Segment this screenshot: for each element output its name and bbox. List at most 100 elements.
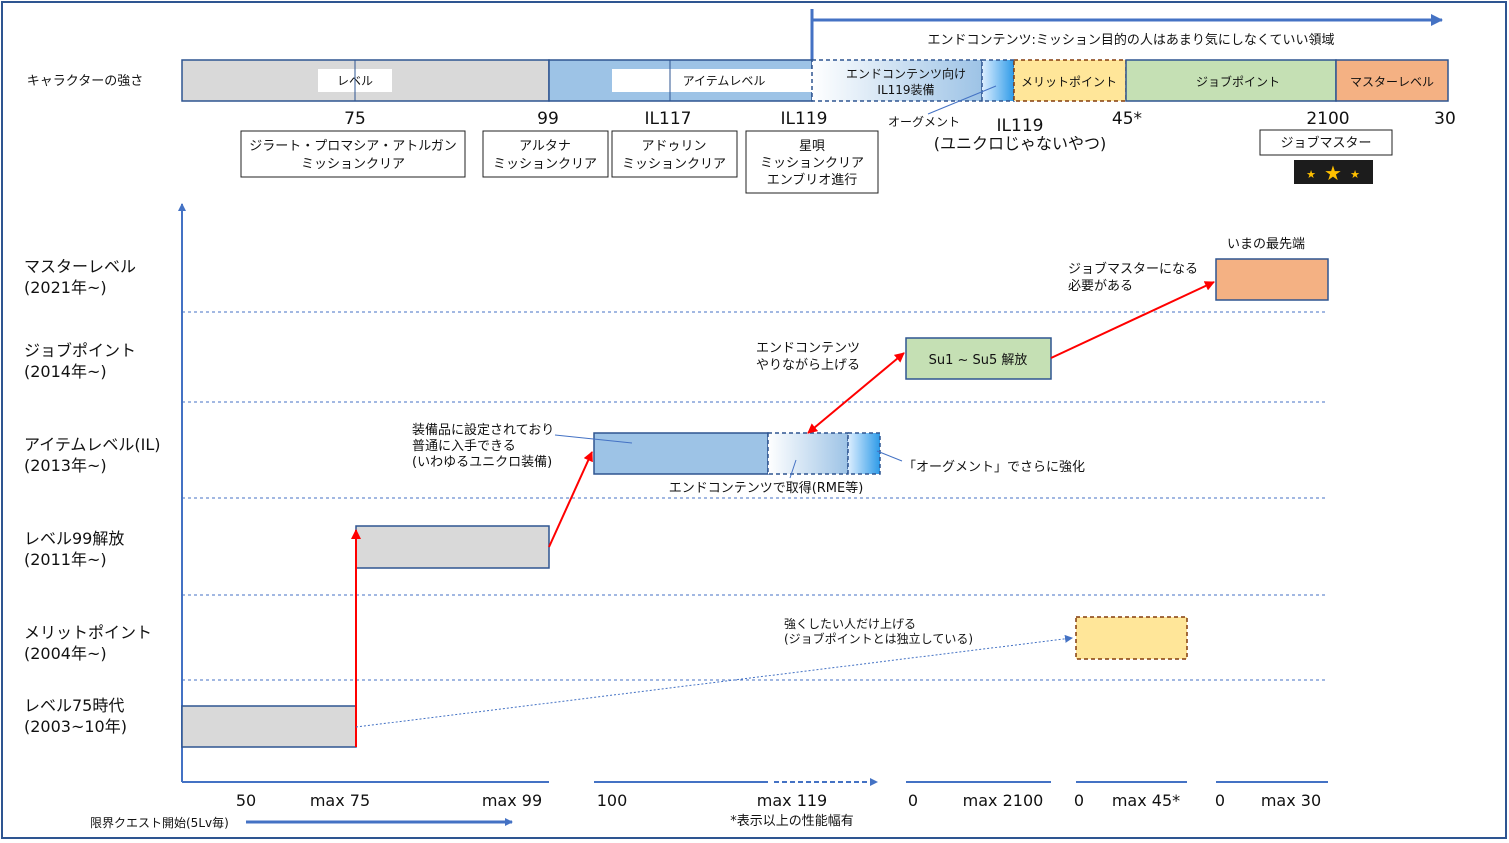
star-badge: ★ ★ ★ <box>1294 160 1373 185</box>
era-merit-title: メリットポイント <box>24 623 152 642</box>
gear-note-pointer <box>554 434 633 444</box>
footnote: *表示以上の性能幅有 <box>730 814 854 829</box>
bottom-max75: max 75 <box>310 791 370 810</box>
lv75-box <box>181 705 357 748</box>
mission-box-zilart: ジラート・プロマシア・アトルガン ミッションクリア <box>240 130 466 178</box>
job-su-box <box>905 337 1052 380</box>
endcontent-note: エンドコンテンツ:ミッション目的の人はあまり気にしなくていい領域 <box>928 32 1335 48</box>
bar-end-gear-label-1: エンドコンテンツ向け <box>846 66 966 81</box>
tick-75: 75 <box>344 109 366 129</box>
era-merit-year: (2004年~) <box>24 644 107 663</box>
bottom-0-job: 0 <box>908 791 918 810</box>
il-base-box <box>593 432 769 475</box>
tick-2100: 2100 <box>1306 109 1349 129</box>
bar-item-level-label-box <box>612 69 812 92</box>
bottom-50: 50 <box>236 791 256 810</box>
tick-il119-real: IL119 <box>997 116 1044 136</box>
bar-item-level-label: アイテムレベル <box>683 74 766 88</box>
genkai-quest-label: 限界クエスト開始(5Lv毎) <box>90 815 229 830</box>
strength-bar: レベル アイテムレベル エンドコンテンツ向け IL119装備 メリットポイント … <box>181 59 1449 102</box>
bottom-max45: max 45* <box>1112 791 1180 810</box>
job-master-box: ジョブマスター <box>1259 129 1393 156</box>
tick-99: 99 <box>537 109 559 129</box>
bar-segment-master <box>1335 59 1449 102</box>
tick-45: 45* <box>1112 109 1142 129</box>
arrow-lv99-to-il <box>548 451 593 548</box>
mission-altana-line2: ミッションクリア <box>493 157 597 172</box>
gear-note-1: 装備品に設定されており <box>412 422 554 438</box>
merit-note-2: (ジョブポイントとは独立している) <box>784 631 973 646</box>
rme-note-pointer <box>789 459 797 479</box>
star-icon-right: ★ <box>1350 168 1360 181</box>
arrow-job-to-master <box>1050 281 1215 359</box>
star-icon-left: ★ <box>1306 168 1316 181</box>
arrow-lv75-to-merit <box>355 634 1073 728</box>
il-endgear-box <box>767 432 849 475</box>
mission-adoulin-line2: ミッションクリア <box>622 157 726 172</box>
bar-segment-end-gear <box>811 59 983 102</box>
bottom-0-master: 0 <box>1215 791 1225 810</box>
bottom-100: 100 <box>597 791 628 810</box>
gear-note-3: (いわゆるユニクロ装備) <box>412 454 552 470</box>
bottom-max99: max 99 <box>482 791 542 810</box>
bottom-max2100: max 2100 <box>963 791 1044 810</box>
era-job-year: (2014年~) <box>24 362 107 381</box>
augment-note: 「オーグメント」でさらに強化 <box>903 460 1085 475</box>
era-job-title: ジョブポイント <box>24 341 136 360</box>
bar-merit-label: メリットポイント <box>1021 75 1117 89</box>
augment-label: オーグメント <box>888 115 960 129</box>
mission-box-seiyu: 星唄 ミッションクリア エンブリオ進行 <box>745 130 879 194</box>
era-labels: マスターレベル (2021年~) ジョブポイント (2014年~) アイテムレベ… <box>24 257 161 736</box>
endcontent-raise-note-1: エンドコンテンツ <box>756 341 860 356</box>
era-lv75-year: (2003~10年) <box>24 717 127 736</box>
mission-seiyu-line2: ミッションクリア <box>760 156 864 171</box>
gear-note-2: 普通に入手できる <box>412 439 516 454</box>
mission-box-adoulin: アドゥリン ミッションクリア <box>611 130 738 178</box>
job-master-label: ジョブマスター <box>1280 135 1371 151</box>
augment-note-pointer <box>876 450 903 462</box>
era-il-year: (2013年~) <box>24 456 107 475</box>
tick-il117: IL117 <box>645 109 692 129</box>
mission-seiyu-line3: エンブリオ進行 <box>767 172 858 188</box>
era-il-title: アイテムレベル(IL) <box>24 435 161 454</box>
bottom-max119: max 119 <box>757 791 827 810</box>
era-lv75-title: レベル75時代 <box>24 696 124 715</box>
star-icon-center: ★ <box>1324 161 1342 185</box>
tick-30: 30 <box>1434 109 1456 129</box>
merit-note-1: 強くしたい人だけ上げる <box>784 617 916 631</box>
il-augment-box <box>847 432 881 475</box>
bar-end-gear-label-2: IL119装備 <box>877 82 934 97</box>
bar-master-label: マスターレベル <box>1350 75 1434 89</box>
mission-zilart-line2: ミッションクリア <box>301 157 405 172</box>
lv99-box <box>355 525 550 569</box>
master-box <box>1215 258 1329 301</box>
bar-job-label: ジョブポイント <box>1196 74 1280 89</box>
bar-segment-job <box>1125 59 1337 102</box>
mission-zilart-line1: ジラート・プロマシア・アトルガン <box>249 139 457 154</box>
frontier-note: いまの最先端 <box>1227 237 1305 252</box>
job-su-label: Su1 ~ Su5 解放 <box>929 353 1028 368</box>
tick-il119: IL119 <box>781 109 828 129</box>
mission-box-altana: アルタナ ミッションクリア <box>482 130 609 178</box>
mission-adoulin-line1: アドゥリン <box>641 139 706 154</box>
era-master-title: マスターレベル <box>24 257 136 276</box>
strength-label: キャラクターの強さ <box>27 74 143 89</box>
bar-segment-merit <box>1013 59 1127 102</box>
mission-seiyu-line1: 星唄 <box>799 139 825 154</box>
need-master-note-2: 必要がある <box>1068 279 1133 294</box>
bottom-max30: max 30 <box>1261 791 1321 810</box>
row-dividers <box>182 311 1328 681</box>
era-lv99-title: レベル99解放 <box>24 529 124 548</box>
need-master-note-1: ジョブマスターになる <box>1068 261 1198 277</box>
bottom-0-merit: 0 <box>1074 791 1084 810</box>
bar-segment-augment <box>981 59 1015 102</box>
arrow-il-to-job <box>807 352 905 434</box>
era-master-year: (2021年~) <box>24 278 107 297</box>
tick-il119-real-sub: (ユニクロじゃないやつ) <box>934 134 1107 153</box>
merit-box <box>1075 616 1188 660</box>
mission-altana-line1: アルタナ <box>519 139 571 154</box>
augment-pointer-line <box>927 85 997 115</box>
